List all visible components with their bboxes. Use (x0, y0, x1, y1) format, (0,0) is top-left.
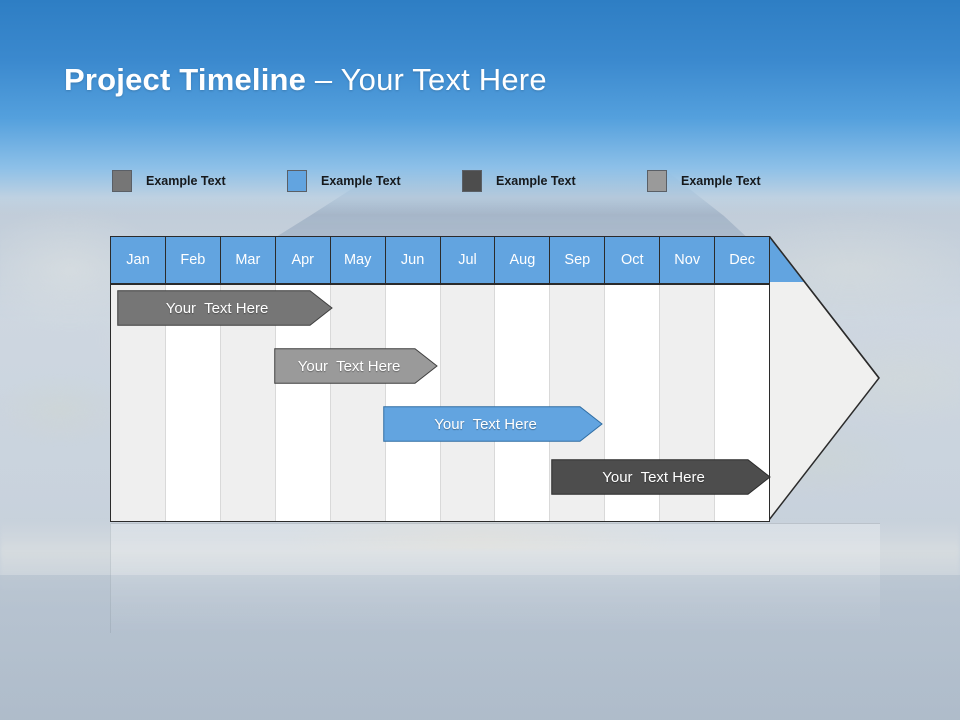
task-bar-1[interactable]: Your Text Here (117, 290, 333, 326)
legend-label-2: Example Text (321, 174, 401, 188)
task-label-2: Your Text Here (297, 357, 401, 375)
task-label-4: Your Text Here (602, 468, 705, 486)
month-cell-nov[interactable]: Nov (660, 237, 716, 283)
month-cell-may[interactable]: May (330, 237, 386, 283)
legend-label-4: Example Text (681, 174, 761, 188)
gantt-header-divider (111, 283, 769, 285)
task-label-3: Your Text Here (434, 415, 537, 433)
month-cell-sep[interactable]: Sep (550, 237, 606, 283)
legend-swatch-icon-2 (287, 170, 307, 192)
month-cell-mar[interactable]: Mar (220, 237, 276, 283)
month-cell-apr[interactable]: Apr (275, 237, 331, 283)
background-sea (0, 575, 960, 720)
legend-item-2[interactable]: Example Text (287, 168, 401, 194)
task-bar-3[interactable]: Your Text Here (383, 406, 603, 442)
gantt-month-header: Jan Feb Mar Apr May Jun Jul Aug Sep Oct … (111, 237, 769, 283)
legend-swatch-icon-4 (647, 170, 667, 192)
page-title-light: – Your Text Here (306, 62, 547, 97)
gantt-bars: Your Text Here Your Text Here Your Text … (110, 236, 880, 522)
page-title-bold: Project Timeline (64, 62, 307, 97)
timeline-arrow-head-icon (769, 236, 881, 522)
legend-item-1[interactable]: Example Text (112, 168, 226, 194)
legend-swatch-icon-3 (462, 170, 482, 192)
task-bar-2[interactable]: Your Text Here (274, 348, 438, 384)
legend-item-4[interactable]: Example Text (647, 168, 761, 194)
month-cell-jul[interactable]: Jul (440, 237, 496, 283)
month-cell-dec[interactable]: Dec (715, 237, 769, 283)
month-cell-feb[interactable]: Feb (165, 237, 221, 283)
month-cell-jan[interactable]: Jan (111, 237, 166, 283)
task-bar-4[interactable]: Your Text Here (551, 459, 771, 495)
month-cell-oct[interactable]: Oct (605, 237, 661, 283)
month-cell-jun[interactable]: Jun (385, 237, 441, 283)
legend-label-1: Example Text (146, 174, 226, 188)
month-cell-aug[interactable]: Aug (495, 237, 551, 283)
legend: Example Text Example Text Example Text E… (112, 168, 812, 194)
legend-label-3: Example Text (496, 174, 576, 188)
gantt-chart: Jan Feb Mar Apr May Jun Jul Aug Sep Oct … (110, 236, 880, 522)
legend-swatch-icon-1 (112, 170, 132, 192)
page-title: Project Timeline – Your Text Here (64, 58, 547, 102)
task-label-1: Your Text Here (165, 299, 269, 317)
legend-item-3[interactable]: Example Text (462, 168, 576, 194)
